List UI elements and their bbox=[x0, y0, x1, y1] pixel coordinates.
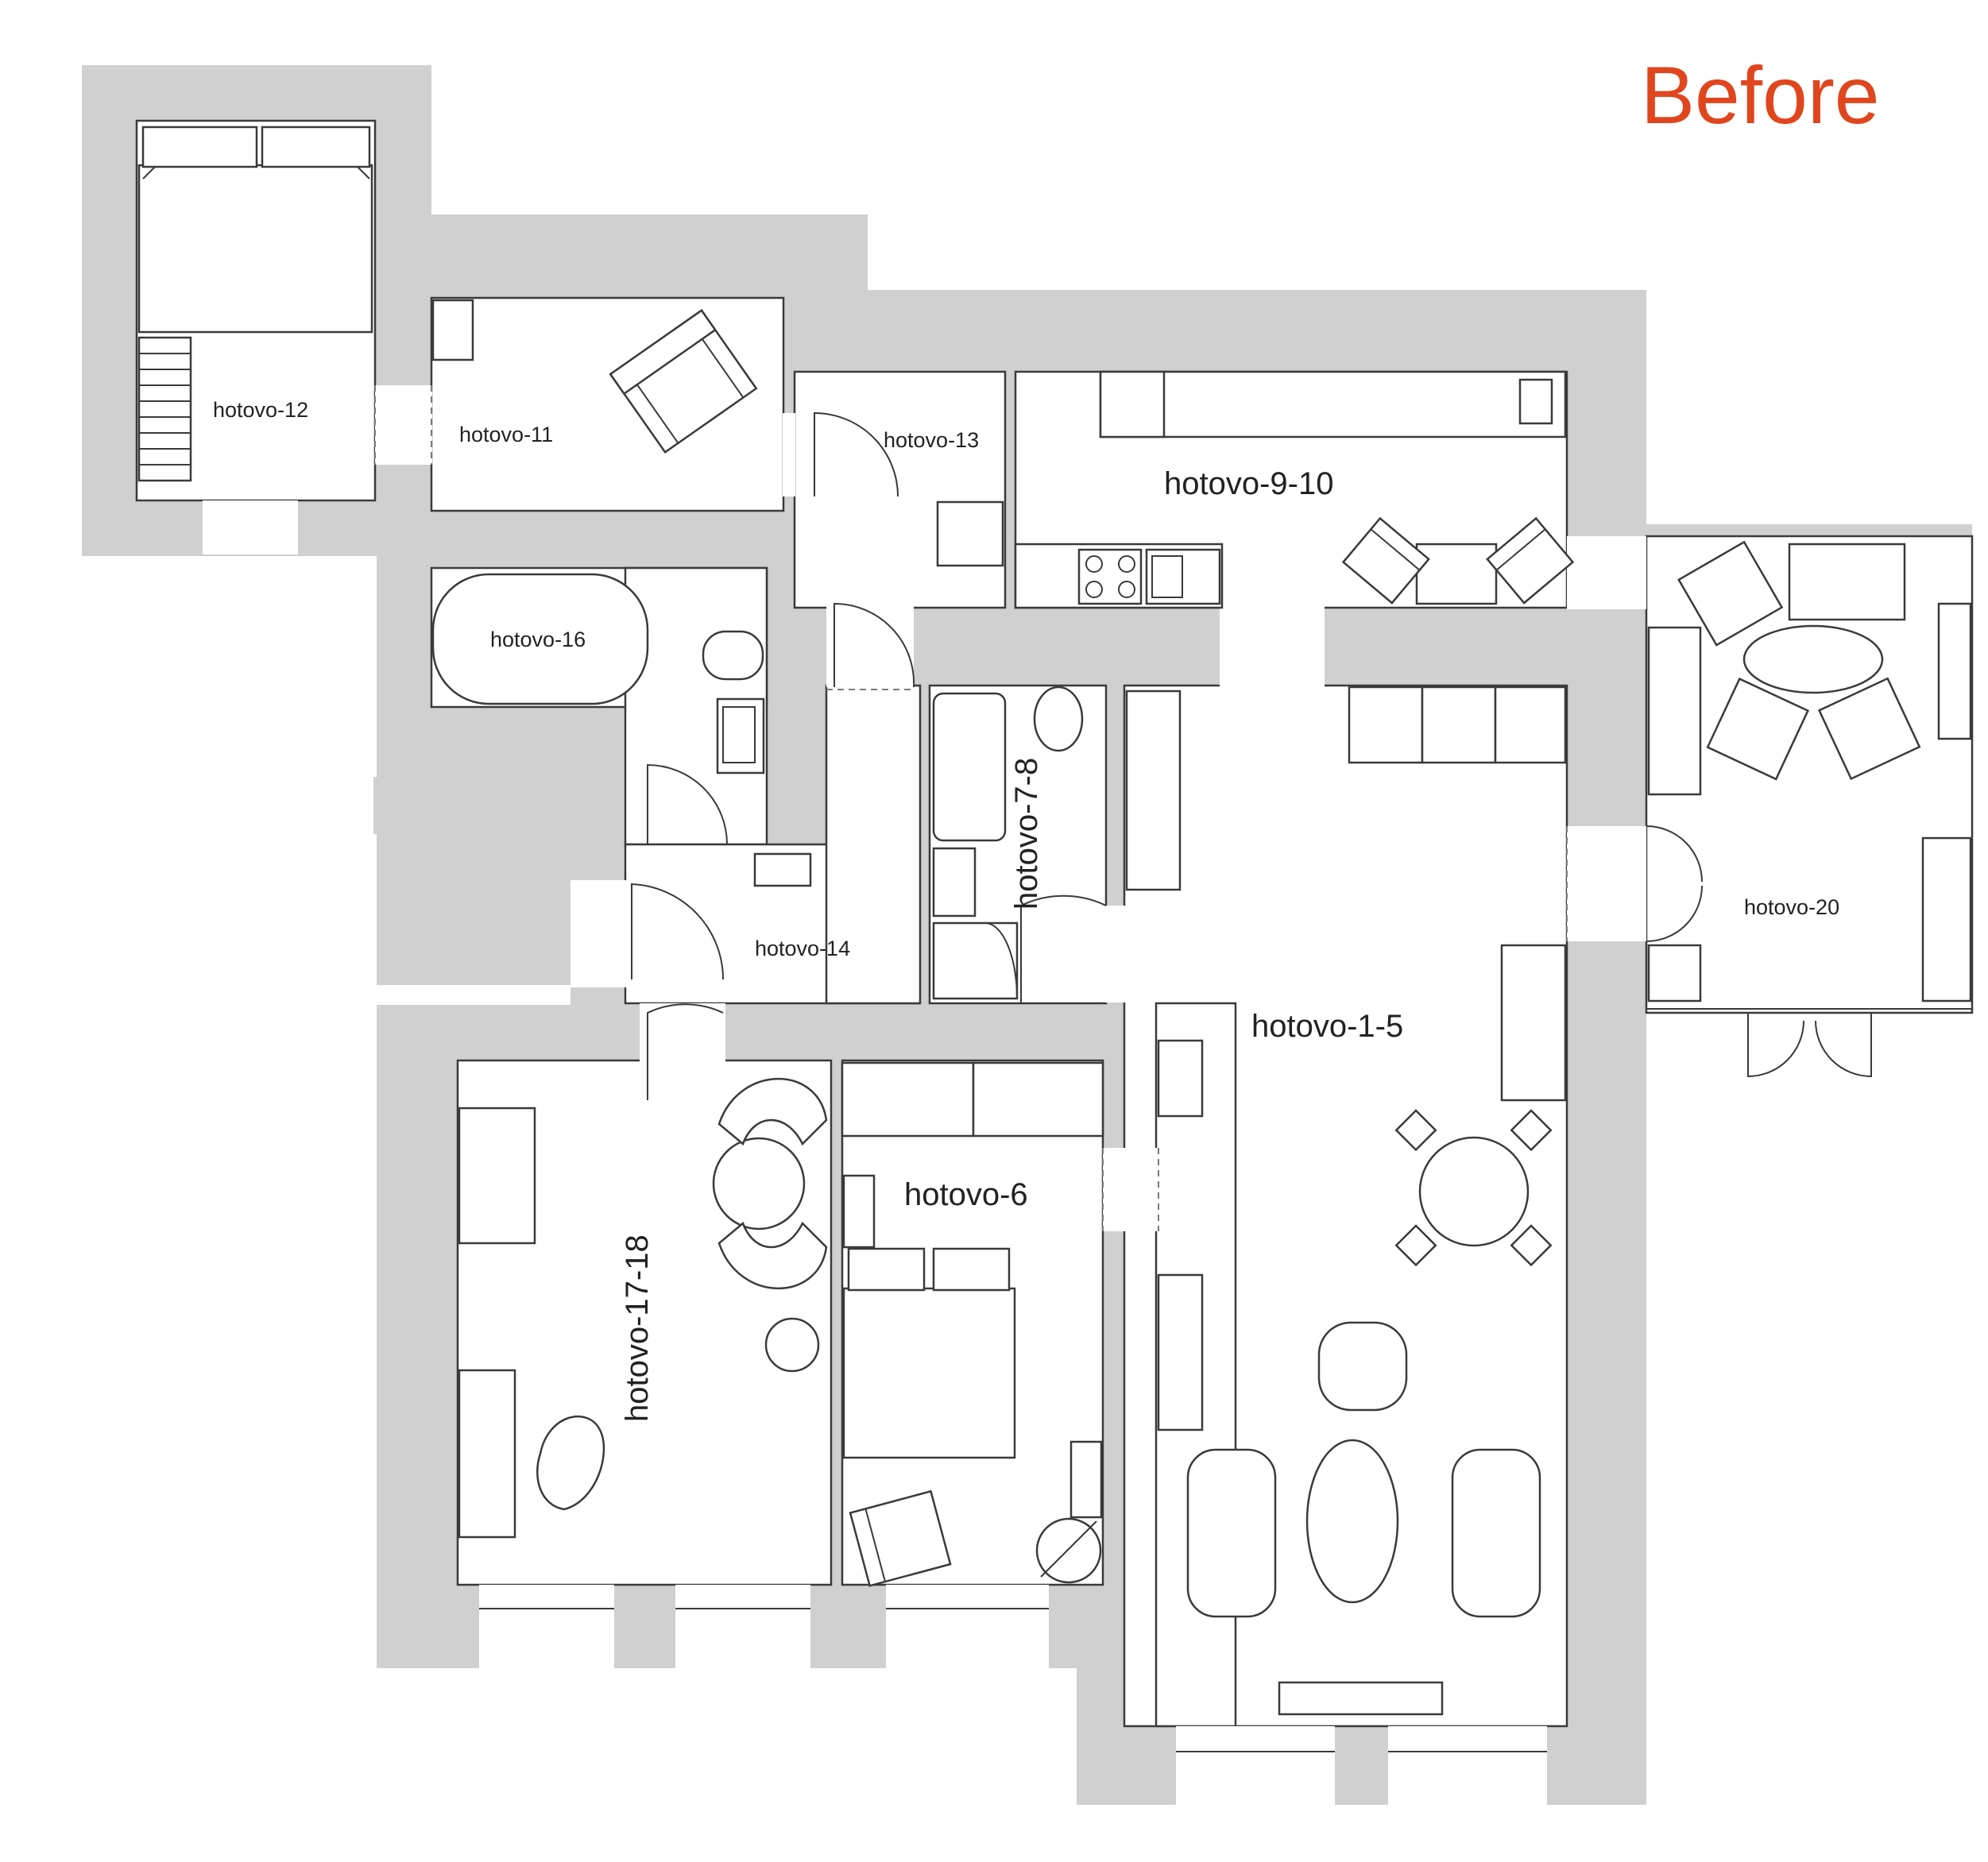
cabinet-6 bbox=[1069, 1440, 1103, 1519]
kitchen-unit bbox=[1099, 370, 1166, 438]
bed-12 bbox=[137, 126, 373, 334]
armchair-11 bbox=[609, 308, 758, 454]
openings bbox=[203, 385, 1972, 1806]
cabinet-1-5-right bbox=[1500, 944, 1567, 1102]
window-1-5-b bbox=[1388, 1726, 1547, 1806]
round-table-1-5 bbox=[1418, 1136, 1530, 1247]
dining-table-9-10 bbox=[1415, 543, 1498, 605]
cabinet-1-5-side bbox=[1157, 1039, 1204, 1118]
door-7-8 bbox=[1104, 906, 1127, 1002]
fireplace-1-5 bbox=[1278, 1681, 1444, 1716]
bathtub-16 bbox=[431, 573, 649, 705]
bed-6 bbox=[842, 1287, 1016, 1459]
label-room-12: hotovo-12 bbox=[213, 398, 308, 422]
door-14-west bbox=[570, 880, 628, 987]
toilet-7-8 bbox=[1033, 686, 1084, 752]
window-6 bbox=[886, 1585, 1049, 1668]
door-9-10-hall bbox=[1220, 606, 1325, 687]
wardrobe-6-b bbox=[972, 1061, 1104, 1138]
kitchen-oven bbox=[1518, 378, 1553, 425]
label-room-17-18: hotovo-17-18 bbox=[620, 1234, 655, 1422]
desk-17-18 bbox=[458, 1107, 536, 1245]
room-14-hall bbox=[825, 684, 922, 1005]
cabinet-1-5-side-b bbox=[1157, 1273, 1204, 1431]
coffee-table-1-5 bbox=[1305, 1439, 1399, 1604]
page-title: Before bbox=[1641, 50, 1880, 141]
window-1-5-a bbox=[1176, 1726, 1335, 1806]
label-room-6: hotovo-6 bbox=[904, 1177, 1028, 1212]
cabinet-1-5-top-c bbox=[1494, 686, 1567, 764]
sink-16 bbox=[716, 697, 765, 775]
desk-17-18-b bbox=[458, 1369, 516, 1539]
cabinet-1-5-top-b bbox=[1421, 686, 1497, 764]
armchair-1-5 bbox=[1317, 1321, 1408, 1412]
label-room-11: hotovo-11 bbox=[459, 423, 553, 446]
sofa-1-5-left bbox=[1186, 1448, 1277, 1618]
door-13-hall bbox=[826, 606, 914, 687]
window-17-b bbox=[675, 1585, 810, 1668]
chair-9-10-left bbox=[1341, 516, 1430, 605]
sofa-1-5-right bbox=[1451, 1448, 1541, 1618]
window-12-south bbox=[203, 500, 298, 554]
side-table-17-18 bbox=[764, 1317, 820, 1373]
window-17-a bbox=[479, 1585, 614, 1668]
table-20 bbox=[1742, 624, 1884, 694]
chair-9-10-right bbox=[1486, 516, 1575, 605]
label-room-7-8: hotovo-7-8 bbox=[1009, 758, 1044, 910]
furniture bbox=[137, 126, 1972, 1716]
label-room-9-10: hotovo-9-10 bbox=[1164, 466, 1333, 501]
label-room-1-5: hotovo-1-5 bbox=[1251, 1009, 1403, 1044]
sofa-20 bbox=[1788, 543, 1906, 621]
cabinet-1-5-left bbox=[1125, 690, 1182, 891]
door-1-5-20 bbox=[1567, 826, 1646, 941]
cabinet-13 bbox=[936, 500, 1004, 567]
door-9-10-terrace bbox=[1567, 536, 1646, 609]
door-12-11 bbox=[375, 385, 432, 465]
sink-7-8 bbox=[932, 847, 977, 917]
label-room-13: hotovo-13 bbox=[884, 428, 979, 452]
label-room-14: hotovo-14 bbox=[755, 937, 850, 960]
room-labels: hotovo-12 hotovo-11 hotovo-13 hotovo-9-1… bbox=[213, 398, 1839, 1422]
chair-17-18 bbox=[536, 1416, 605, 1511]
nightstand-6 bbox=[842, 1174, 876, 1249]
armchair-6 bbox=[849, 1489, 952, 1587]
label-room-16: hotovo-16 bbox=[490, 628, 586, 651]
label-room-20: hotovo-20 bbox=[1744, 895, 1839, 919]
round-table-17-18 bbox=[712, 1137, 806, 1230]
door-6-1-5 bbox=[1103, 1148, 1158, 1231]
cabinet-11 bbox=[431, 299, 474, 361]
hob bbox=[1077, 548, 1143, 605]
shower-7-8 bbox=[932, 921, 1019, 1000]
kitchen-counter-top bbox=[1099, 370, 1567, 438]
wardrobe-6-a bbox=[841, 1061, 975, 1138]
door-11-13 bbox=[783, 413, 795, 496]
room-13 bbox=[793, 370, 1007, 609]
door-swings bbox=[631, 411, 1872, 1100]
cabinet-14 bbox=[753, 852, 812, 887]
stair-12 bbox=[137, 336, 192, 482]
cabinet-1-5-top-a bbox=[1348, 686, 1424, 764]
bathtub-7-8 bbox=[932, 692, 1007, 842]
round-table-6 bbox=[1035, 1517, 1102, 1584]
door-14-17 bbox=[640, 1003, 725, 1063]
toilet-16 bbox=[702, 630, 764, 681]
